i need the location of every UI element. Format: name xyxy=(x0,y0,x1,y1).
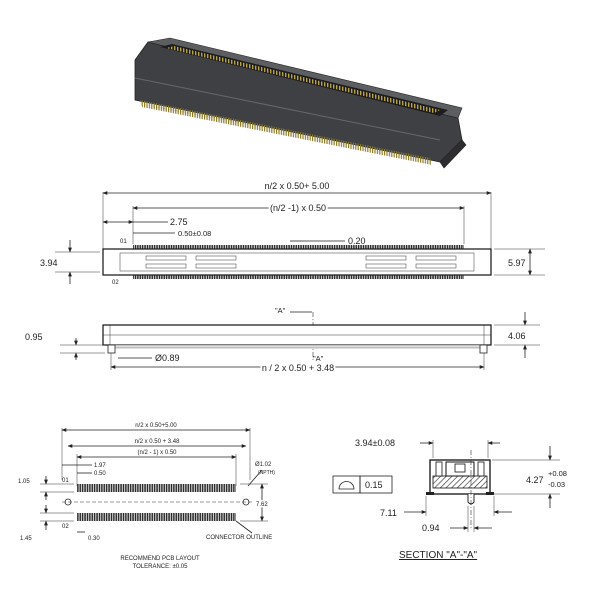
pcb-label-02: 02 xyxy=(62,524,69,530)
pcb-tolerance: TOLERANCE: ±0.05 xyxy=(133,564,189,570)
side-length-dim: n / 2 x 0.50 + 3.48 xyxy=(262,363,334,373)
top-label-02: 02 xyxy=(112,280,119,286)
top-view: n/2 x 0.50+ 5.00 (n/2 -1) x 0.50 2.75 0.… xyxy=(40,181,545,286)
section-hatch xyxy=(432,475,488,489)
pcb-caption: RECOMMEND PCB LAYOUT xyxy=(120,556,200,562)
pcb-dim-0-30: 0.30 xyxy=(88,536,100,542)
side-standoff-dim: 0.95 xyxy=(25,332,43,342)
section-tol-minus: -0.03 xyxy=(548,480,565,489)
connector-end-cap xyxy=(439,139,467,169)
top-width-right-dim: 5.97 xyxy=(508,258,526,268)
top-pins-lower xyxy=(133,275,464,279)
top-pin-width-dim: 0.20 xyxy=(348,236,366,246)
top-width-left-dim: 3.94 xyxy=(40,258,58,268)
section-dim-0-94: 0.94 xyxy=(422,523,440,533)
top-pitch-dim: 0.50±0.08 xyxy=(178,229,211,238)
section-marker-top: "A" xyxy=(275,306,286,315)
section-tol-plus: +0.08 xyxy=(548,469,567,478)
top-overall-dim: n/2 x 0.50+ 5.00 xyxy=(265,181,330,191)
pcb-overall-dim: n/2 x 0.50+5.00 xyxy=(135,423,177,429)
contact-row xyxy=(166,46,440,113)
pcb-npth-label: (NPTH) xyxy=(258,470,275,476)
side-height-dim: 4.06 xyxy=(508,331,526,341)
top-pitch-span-dim: (n/2 -1) x 0.50 xyxy=(270,203,326,213)
pcb-dim-1-05: 1.05 xyxy=(18,479,30,485)
pcb-hole-dim: Ø1.02 xyxy=(255,462,272,468)
section-title: SECTION "A"-"A" xyxy=(399,550,478,561)
pcb-peg-span-dim: n/2 x 0.50 + 3.48 xyxy=(135,439,181,445)
section-flatness: 0.15 xyxy=(365,480,383,490)
body-ridge xyxy=(134,77,441,141)
pcb-dim-1-97: 1.97 xyxy=(94,463,106,469)
pcb-label-01: 01 xyxy=(62,478,69,484)
section-dim-7-11: 7.11 xyxy=(380,508,397,518)
pcb-pad-row-upper xyxy=(77,484,236,492)
pcb-pitch-span-dim: (n/2 - 1) x 0.50 xyxy=(137,450,177,456)
side-view: "A" "A" 0.95 4.06 Ø0.89 n / 2 x 0.50 + 3… xyxy=(25,306,540,375)
connector-3d-render xyxy=(134,37,467,169)
front-pin-row xyxy=(140,100,432,165)
pcb-connector-outline-label: CONNECTOR OUTLINE xyxy=(206,535,272,541)
flatness-symbol-box xyxy=(332,475,361,494)
left-peg xyxy=(107,344,116,354)
profile-icon xyxy=(338,481,355,490)
section-view: 3.94±0.08 0.15 4.27 +0.08 -0.03 7.11 xyxy=(332,438,567,561)
pcb-layout-view: n/2 x 0.50+5.00 n/2 x 0.50 + 3.48 (n/2 -… xyxy=(18,423,275,570)
top-pins-upper xyxy=(133,245,464,249)
top-offset-dim: 2.75 xyxy=(170,217,188,227)
top-label-01: 01 xyxy=(120,239,127,245)
right-peg xyxy=(479,344,488,354)
section-height-dim: 4.27 xyxy=(526,475,544,485)
pcb-dim-1-45: 1.45 xyxy=(20,536,32,542)
section-width-dim: 3.94±0.08 xyxy=(355,438,395,448)
pcb-dim-0-50: 0.50 xyxy=(94,471,106,477)
section-marker-bottom: "A" xyxy=(313,354,324,363)
pcb-pad-row-lower xyxy=(77,513,236,521)
pcb-dim-7-62: 7.62 xyxy=(256,502,268,508)
side-peg-diameter-dim: Ø0.89 xyxy=(155,353,180,363)
